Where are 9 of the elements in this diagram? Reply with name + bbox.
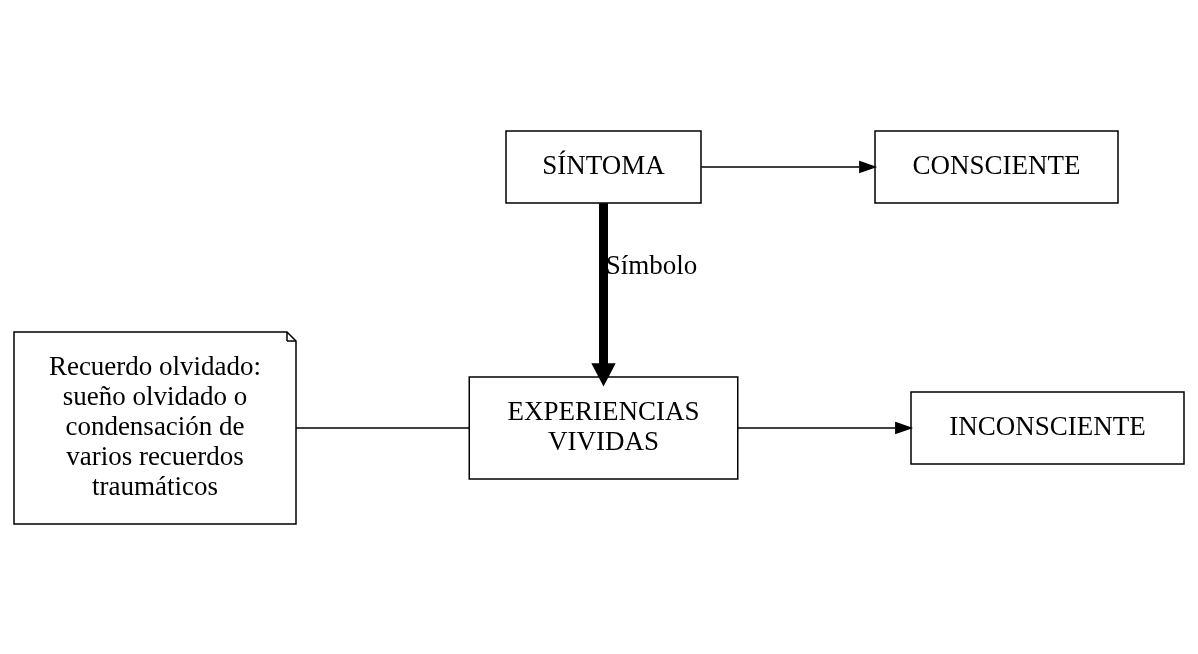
node-box: INCONSCIENTE <box>910 390 1185 465</box>
arrow <box>591 202 616 386</box>
arrow <box>737 421 914 434</box>
node-box: SÍNTOMA <box>505 129 702 204</box>
node-box: CONSCIENTE <box>874 129 1119 204</box>
edge-label: Símbolo <box>605 249 698 280</box>
connector <box>295 426 470 429</box>
arrow <box>700 160 878 173</box>
node-box: EXPERIENCIAS VIVIDAS <box>468 375 739 480</box>
